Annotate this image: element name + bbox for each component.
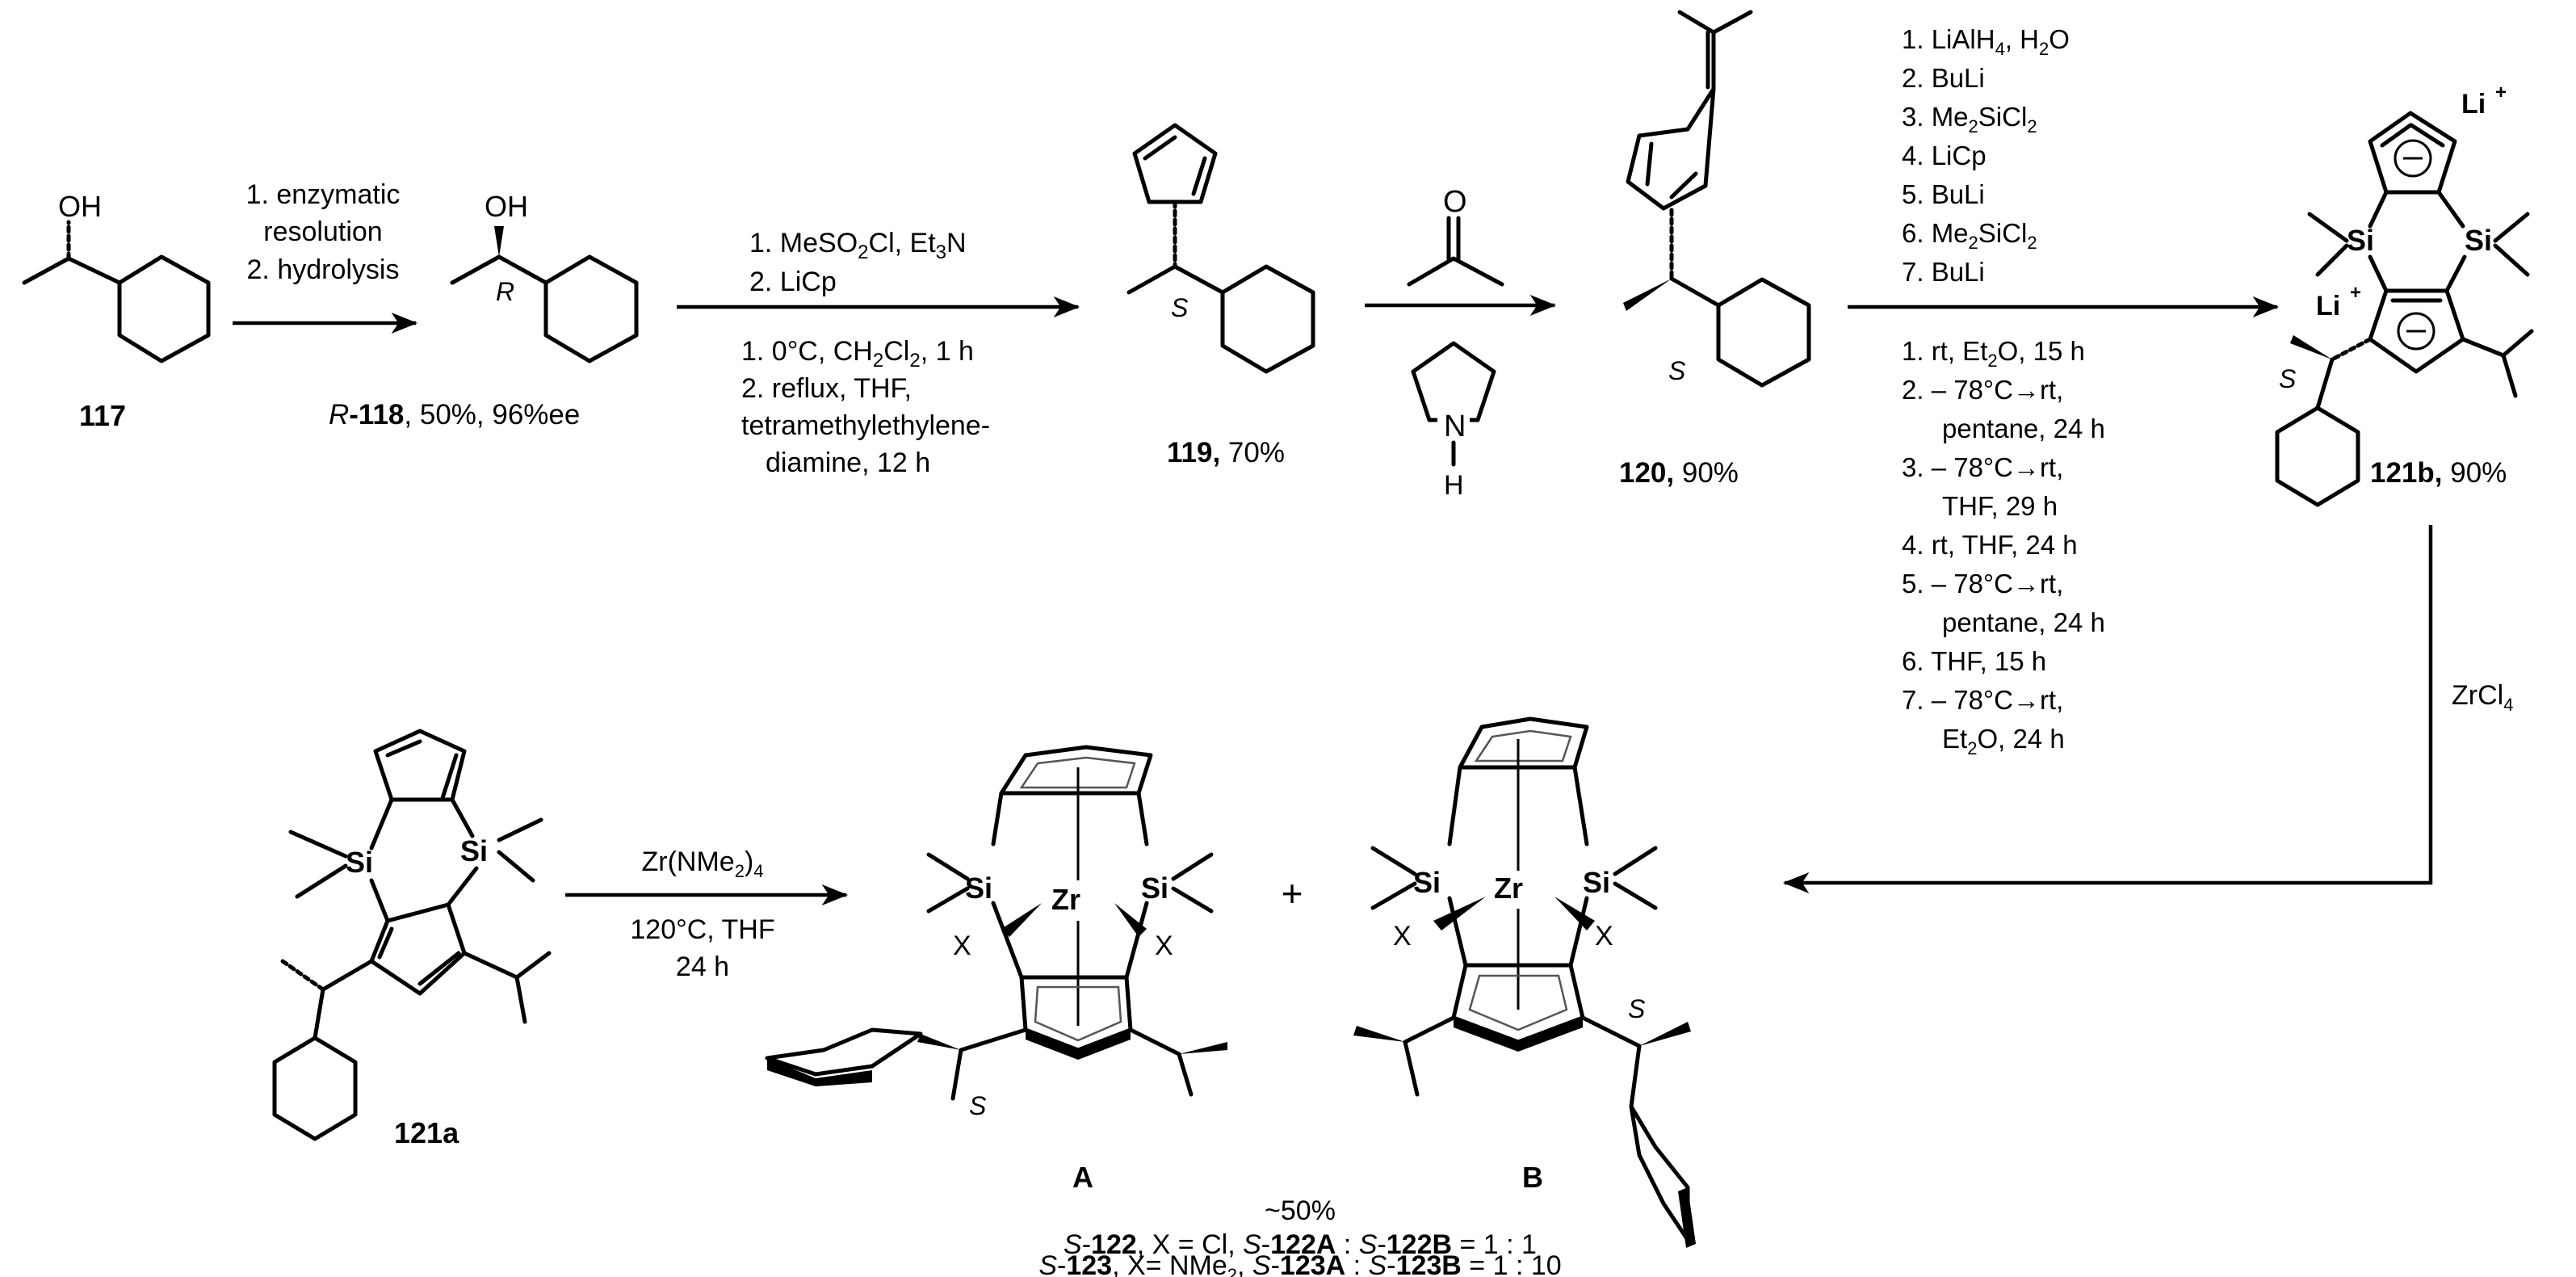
oxygen-label: O bbox=[1443, 185, 1467, 219]
step4-reagent-6: 6. Me2SiCl2 bbox=[1902, 218, 2037, 253]
step3-arrow: O N H bbox=[1365, 185, 1557, 501]
stereo-descriptor: S bbox=[1171, 293, 1188, 322]
summary-123-ratio: S-123, X= NMe2, S-123A : S-123B = 1 : 10 bbox=[1038, 1250, 1561, 1277]
charge-label: + bbox=[2495, 82, 2507, 103]
compound-121a: Si Si 121a bbox=[272, 729, 552, 1149]
lithium-label: Li bbox=[2316, 291, 2340, 321]
zirconium-label: Zr bbox=[1494, 872, 1523, 905]
step2-reagent-1: 1. MeSO2Cl, Et3N bbox=[749, 228, 967, 263]
product-A: Si Si Zr X X S A bbox=[765, 745, 1227, 1194]
silicon-label: Si bbox=[965, 872, 992, 905]
step4-condition-5a: 5. – 78°C→rt, bbox=[1902, 569, 2063, 599]
hydroxyl-label: OH bbox=[485, 190, 528, 223]
step4-condition-3a: 3. – 78°C→rt, bbox=[1902, 452, 2063, 482]
zr-amide-condition-2: 24 h bbox=[676, 951, 729, 982]
plus-sign: + bbox=[1282, 872, 1303, 914]
compound-120-caption: 120, 90% bbox=[1619, 457, 1739, 489]
step1-condition-1: 1. enzymatic bbox=[246, 179, 401, 210]
step4-condition-7b: Et2O, 24 h bbox=[1942, 724, 2065, 758]
silicon-label: Si bbox=[1583, 866, 1610, 899]
step4-reagent-4: 4. LiCp bbox=[1902, 141, 1987, 170]
product-B: Si Si Zr X X S B bbox=[1353, 716, 1696, 1248]
step4-condition-7a: 7. – 78°C→rt, bbox=[1902, 685, 2063, 715]
silicon-label: Si bbox=[346, 846, 373, 879]
summary-122-ratio: S-122, X = Cl, S-122A : S-122B = 1 : 1 bbox=[1064, 1229, 1537, 1260]
silicon-label: Si bbox=[1141, 872, 1168, 905]
product-B-label: B bbox=[1522, 1161, 1543, 1194]
charge-label: + bbox=[2350, 282, 2361, 304]
step4-reagent-5: 5. BuLi bbox=[1902, 179, 1985, 209]
compound-121b: Li + Si Si Li + S 121b, 90% bbox=[2275, 82, 2534, 507]
compound-120: S 120, 90% bbox=[1619, 10, 1811, 489]
compound-119: S 119, 70% bbox=[1126, 123, 1315, 468]
lithium-label: Li bbox=[2461, 89, 2486, 120]
step2-condition-2: 2. reflux, THF, bbox=[741, 373, 912, 404]
step4-reagent-7: 7. BuLi bbox=[1902, 257, 1985, 287]
nitrogen-label: N bbox=[1444, 410, 1466, 443]
step2-condition-1: 1. 0°C, CH2Cl2, 1 h bbox=[741, 336, 974, 372]
step1-condition-3: 2. hydrolysis bbox=[247, 254, 400, 285]
compound-118-caption: R-118, 50%, 96%ee bbox=[329, 399, 580, 431]
step4-reagent-2: 2. BuLi bbox=[1902, 63, 1985, 93]
step4-condition-5b: pentane, 24 h bbox=[1942, 607, 2105, 637]
step4-reagent-1: 1. LiAlH4, H2O bbox=[1902, 24, 2070, 59]
hydrogen-label: H bbox=[1444, 470, 1464, 501]
zr-amide-arrow: Zr(NMe2)4 120°C, THF 24 h bbox=[565, 846, 849, 982]
step2-condition-4: diamine, 12 h bbox=[766, 447, 930, 478]
stereo-descriptor: S bbox=[1668, 356, 1685, 385]
ligand-x-label: X bbox=[1155, 930, 1173, 961]
ligand-x-label: X bbox=[1595, 921, 1613, 951]
stereo-descriptor: S bbox=[969, 1091, 986, 1120]
zr-amide-reagent: Zr(NMe2)4 bbox=[641, 846, 763, 881]
step4-condition-4: 4. rt, THF, 24 h bbox=[1902, 530, 2078, 560]
acetone-structure: O bbox=[1407, 185, 1504, 287]
zr-amide-condition-1: 120°C, THF bbox=[630, 914, 774, 945]
summary: ~50% S-122, X = Cl, S-122A : S-122B = 1 … bbox=[1038, 1195, 1561, 1277]
step1-arrow: 1. enzymatic resolution 2. hydrolysis bbox=[233, 179, 418, 334]
compound-121a-label: 121a bbox=[394, 1116, 459, 1149]
step4-condition-6: 6. THF, 15 h bbox=[1902, 646, 2046, 676]
step4-reagent-3: 3. Me2SiCl2 bbox=[1902, 102, 2037, 137]
zrcl4-arrow: ZrCl4 bbox=[1782, 525, 2513, 893]
step4-condition-1: 1. rt, Et2O, 15 h bbox=[1902, 336, 2085, 371]
stereo-descriptor: S bbox=[2279, 364, 2296, 393]
ligand-x-label: X bbox=[1393, 921, 1412, 951]
step4-condition-2a: 2. – 78°C→rt, bbox=[1902, 375, 2063, 405]
compound-121b-caption: 121b, 90% bbox=[2370, 457, 2507, 489]
compound-117: OH 117 bbox=[22, 190, 211, 432]
step1-condition-2: resolution bbox=[263, 216, 382, 247]
compound-118: OH R R-118, 50%, 96%ee bbox=[329, 190, 639, 431]
stereo-descriptor: R bbox=[496, 277, 514, 306]
step4-arrow: 1. LiAlH4, H2O 2. BuLi 3. Me2SiCl2 4. Li… bbox=[1848, 24, 2280, 758]
hydroxyl-label: OH bbox=[58, 190, 102, 223]
product-A-label: A bbox=[1072, 1161, 1093, 1194]
silicon-label: Si bbox=[2347, 224, 2374, 257]
compound-117-label: 117 bbox=[79, 399, 126, 432]
zrcl4-reagent: ZrCl4 bbox=[2452, 680, 2513, 715]
silicon-label: Si bbox=[1413, 866, 1441, 899]
step2-reagent-2: 2. LiCp bbox=[749, 267, 837, 297]
step2-condition-3: tetramethylethylene- bbox=[741, 410, 990, 441]
silicon-label: Si bbox=[2465, 224, 2492, 257]
step2-arrow: 1. MeSO2Cl, Et3N 2. LiCp 1. 0°C, CH2Cl2,… bbox=[677, 228, 1080, 478]
summary-yield: ~50% bbox=[1265, 1195, 1336, 1226]
zirconium-label: Zr bbox=[1051, 883, 1080, 916]
stereo-descriptor: S bbox=[1628, 994, 1645, 1023]
ligand-x-label: X bbox=[953, 930, 971, 961]
silicon-label: Si bbox=[460, 834, 488, 867]
pyrrolidine-structure: N H bbox=[1411, 341, 1496, 501]
step4-condition-2b: pentane, 24 h bbox=[1942, 414, 2105, 443]
compound-119-caption: 119, 70% bbox=[1167, 437, 1285, 468]
step4-condition-3b: THF, 29 h bbox=[1942, 491, 2058, 521]
